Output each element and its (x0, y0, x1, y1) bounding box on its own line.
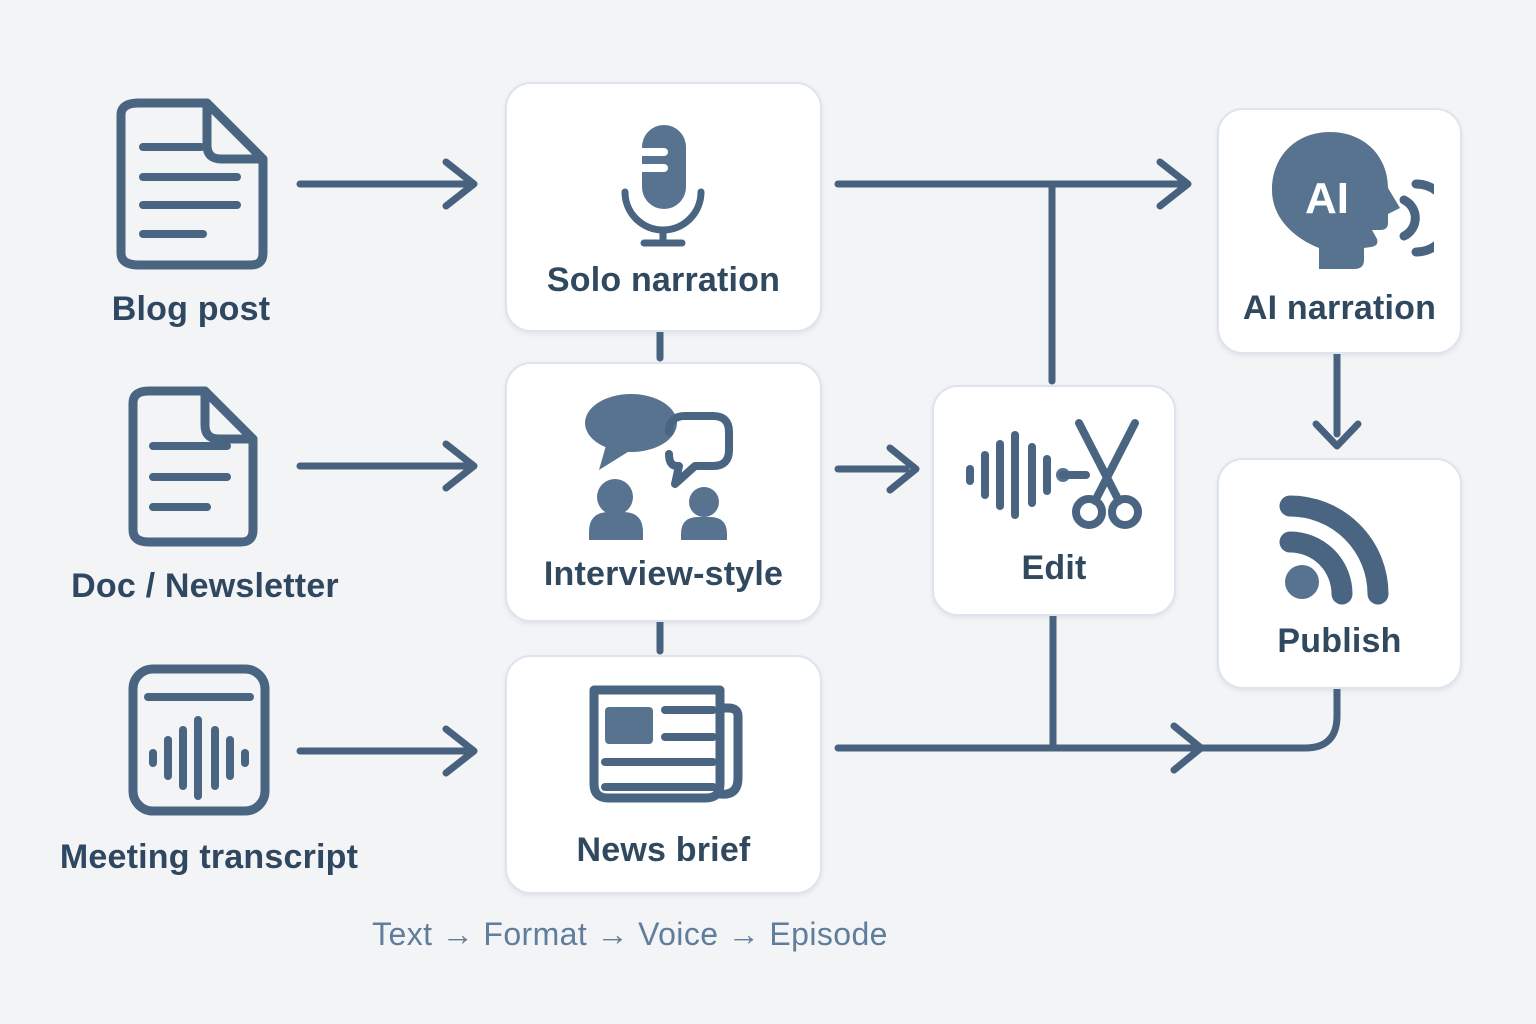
edge-news-to-publish (834, 685, 1341, 774)
node-news-brief: News brief (505, 655, 822, 894)
edge-transcript-to-news (296, 725, 478, 777)
node-label: AI narration (1242, 289, 1437, 327)
rss-icon (1279, 495, 1389, 605)
audio-transcript-icon (128, 664, 270, 816)
node-label: Interview-style (543, 555, 784, 593)
node-edit: Edit (932, 385, 1176, 616)
ai-speaking-head-icon: AI (1272, 132, 1434, 269)
ai-icon-text: AI (1305, 174, 1349, 223)
node-publish: Publish (1217, 458, 1462, 689)
source-label: Doc / Newsletter (71, 567, 339, 605)
microphone-icon (621, 125, 705, 247)
edge-doc-to-interview (296, 440, 478, 492)
source-label: Blog post (111, 290, 271, 328)
document-icon (128, 386, 258, 547)
speech-bubbles-people-icon (585, 394, 733, 540)
edge-ai-to-publish (1312, 349, 1362, 450)
node-label: News brief (576, 831, 751, 869)
source-label: Meeting transcript (59, 838, 359, 876)
node-label: Edit (1021, 549, 1087, 587)
newspaper-icon (589, 685, 743, 803)
node-solo-narration: Solo narration (505, 82, 822, 332)
waveform-scissors-icon (966, 419, 1142, 529)
node-label: Solo narration (546, 261, 781, 299)
edge-solo-to-ai (834, 158, 1192, 210)
document-icon (116, 98, 268, 270)
workflow-caption: Text → Format → Voice → Episode (372, 916, 888, 952)
node-label: Publish (1277, 622, 1402, 660)
node-ai-narration: AI AI narration (1217, 108, 1462, 354)
node-interview-style: Interview-style (505, 362, 822, 622)
edge-interview-to-edit (834, 444, 920, 494)
edge-blog-to-solo (296, 158, 478, 210)
